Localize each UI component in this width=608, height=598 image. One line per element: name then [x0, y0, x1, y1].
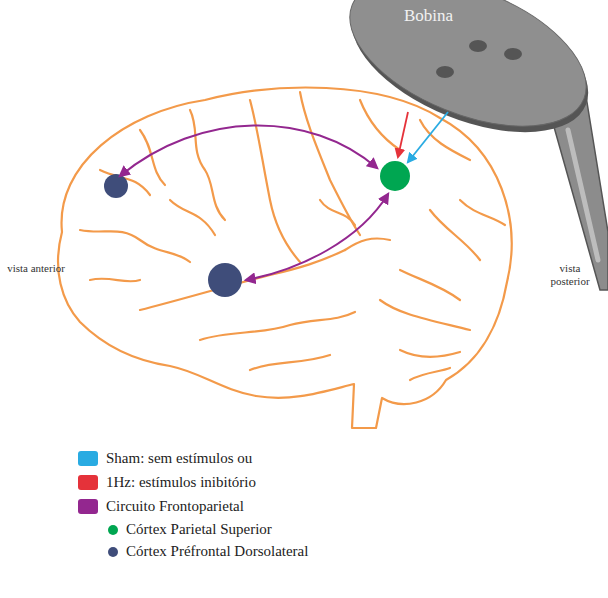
- legend-swatch: [78, 475, 98, 490]
- legend-row: Sham: sem estímulos ou: [78, 450, 252, 467]
- legend-swatch: [78, 499, 98, 514]
- legend-text: Sham: sem estímulos ou: [106, 450, 252, 467]
- tms-coil: [329, 0, 608, 290]
- circuit-arrow: [246, 194, 388, 280]
- legend-swatch: [108, 547, 118, 557]
- legend-text: 1Hz: estímulos inibitório: [106, 474, 256, 491]
- legend-row: Córtex Préfrontal Dorsolateral: [108, 543, 308, 560]
- circuit-arrow: [120, 125, 377, 176]
- legend-swatch: [108, 525, 118, 535]
- legend-text: Córtex Parietal Superior: [126, 521, 272, 538]
- legend-row: Circuito Frontoparietal: [78, 498, 244, 515]
- coil-label: Bobina: [400, 4, 457, 28]
- legend-text: Circuito Frontoparietal: [106, 498, 244, 515]
- view-label: vista anterior: [6, 262, 66, 275]
- brain-outline: [58, 88, 512, 428]
- legend-row: 1Hz: estímulos inibitório: [78, 474, 256, 491]
- view-label: vista posterior: [540, 262, 600, 288]
- legend-swatch: [78, 451, 98, 466]
- dlpfc-dot: [104, 174, 128, 198]
- coil-name: Bobina: [404, 6, 453, 26]
- legend-text: Córtex Préfrontal Dorsolateral: [126, 543, 308, 560]
- dlpfc-dot: [208, 263, 242, 297]
- spc-dot: [380, 161, 410, 191]
- legend-row: Córtex Parietal Superior: [108, 521, 272, 538]
- stimulus-arrow: [398, 112, 408, 157]
- sham-arrow: [408, 112, 448, 162]
